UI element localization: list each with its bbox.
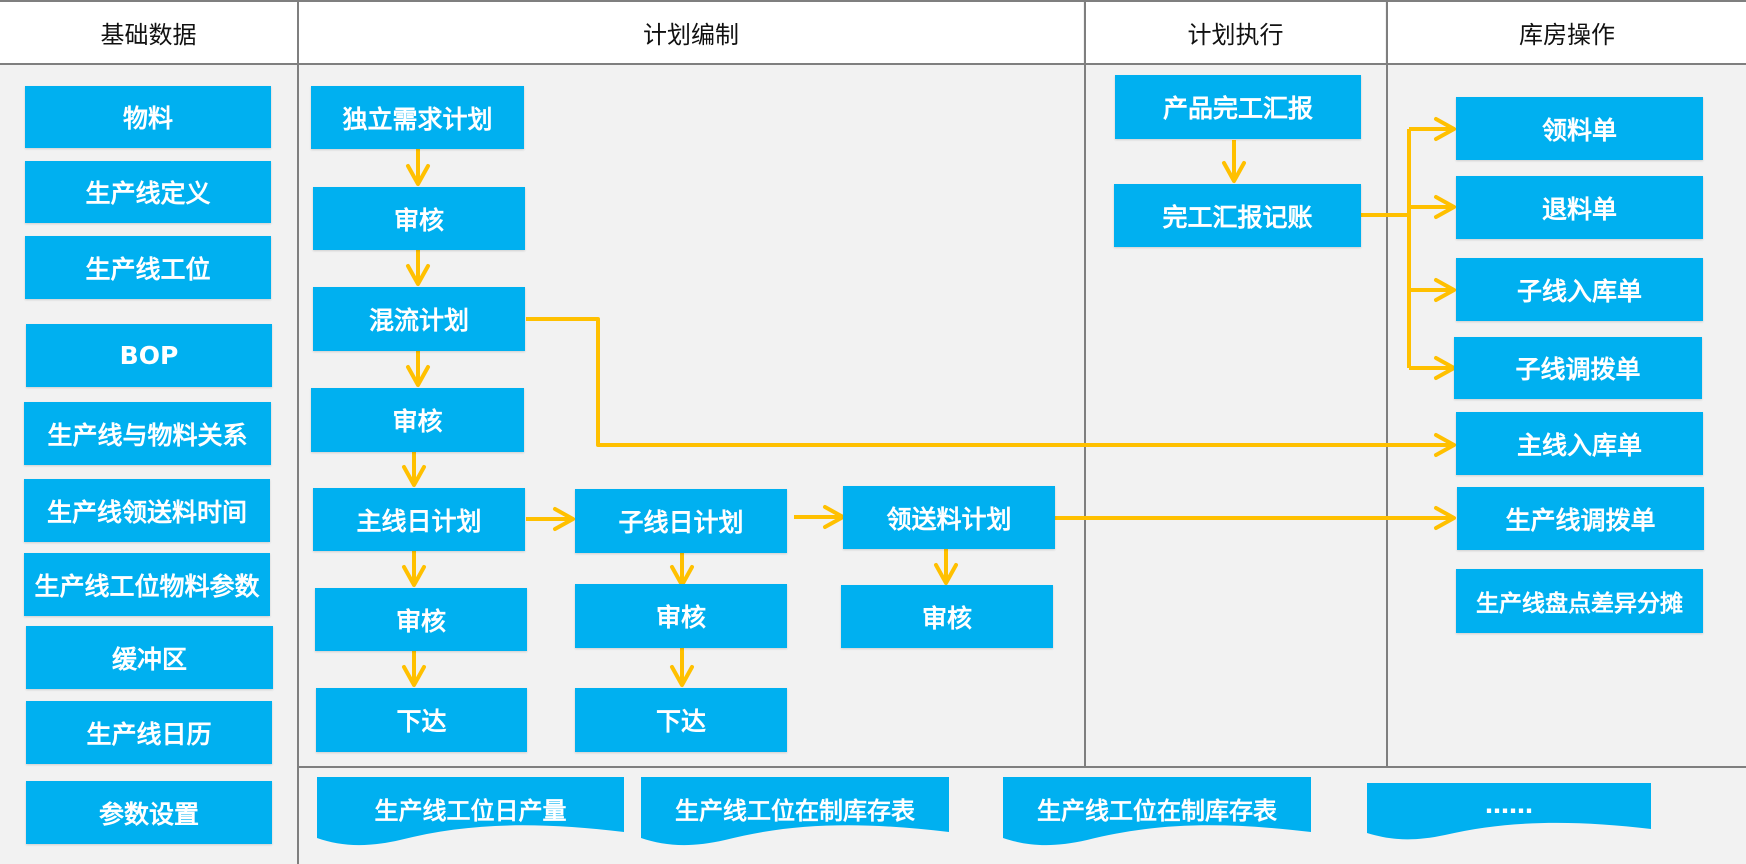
report-station-daily-output[interactable]: 生产线工位日产量 [374, 797, 567, 825]
exec-completion-posting[interactable]: 完工汇报记账 [1114, 184, 1361, 247]
plan-independent-demand[interactable]: 独立需求计划 [311, 86, 524, 149]
report-shape-4 [1367, 783, 1651, 840]
basic-item-parameter-settings[interactable]: 参数设置 [26, 781, 272, 844]
header-warehouse: 库房操作 [1388, 0, 1746, 64]
basic-item-line-definition[interactable]: 生产线定义 [25, 161, 271, 223]
plan-audit-4[interactable]: 审核 [575, 584, 787, 648]
wh-line-transfer[interactable]: 生产线调拨单 [1457, 487, 1704, 550]
report-station-wip-2[interactable]: 生产线工位在制库存表 [1037, 797, 1277, 825]
report-shapes [317, 777, 1651, 846]
plan-material-delivery[interactable]: 领送料计划 [843, 486, 1055, 549]
plan-audit-2[interactable]: 审核 [311, 388, 524, 452]
basic-item-line-material-relation[interactable]: 生产线与物料关系 [24, 402, 271, 465]
plan-release-1[interactable]: 下达 [316, 688, 527, 752]
basic-item-line-calendar[interactable]: 生产线日历 [26, 701, 272, 764]
wh-line-inventory-diff[interactable]: 生产线盘点差异分摊 [1456, 569, 1703, 633]
plan-audit-3[interactable]: 审核 [315, 588, 527, 651]
exec-completion-report[interactable]: 产品完工汇报 [1115, 75, 1361, 139]
report-shape-1 [317, 777, 624, 846]
plan-audit-1[interactable]: 审核 [313, 187, 525, 250]
basic-item-bop[interactable]: BOP [26, 324, 272, 387]
header-basic-data: 基础数据 [0, 0, 297, 64]
flow-arrows [402, 117, 1456, 687]
header-planning: 计划编制 [299, 0, 1083, 64]
wh-return-slip[interactable]: 退料单 [1456, 176, 1703, 239]
report-shape-2 [641, 777, 949, 846]
basic-item-station-material-params[interactable]: 生产线工位物料参数 [24, 553, 270, 616]
plan-release-2[interactable]: 下达 [575, 688, 787, 752]
wh-picking-slip[interactable]: 领料单 [1456, 97, 1703, 160]
wh-mainline-inbound[interactable]: 主线入库单 [1456, 412, 1703, 475]
plan-sub-daily[interactable]: 子线日计划 [575, 489, 787, 553]
plan-audit-5[interactable]: 审核 [841, 585, 1053, 648]
wh-subline-inbound[interactable]: 子线入库单 [1456, 258, 1703, 321]
basic-item-material[interactable]: 物料 [25, 86, 271, 148]
basic-item-line-station[interactable]: 生产线工位 [25, 236, 271, 299]
plan-mixed-flow[interactable]: 混流计划 [313, 287, 525, 351]
report-shape-3 [1003, 777, 1311, 846]
basic-item-line-delivery-time[interactable]: 生产线领送料时间 [24, 479, 270, 542]
header-execution: 计划执行 [1086, 0, 1385, 64]
report-more[interactable]: …… [1485, 791, 1533, 819]
plan-main-daily[interactable]: 主线日计划 [313, 488, 525, 551]
basic-item-buffer[interactable]: 缓冲区 [26, 626, 273, 689]
wh-subline-transfer[interactable]: 子线调拨单 [1454, 337, 1702, 399]
report-station-wip-1[interactable]: 生产线工位在制库存表 [675, 797, 915, 825]
